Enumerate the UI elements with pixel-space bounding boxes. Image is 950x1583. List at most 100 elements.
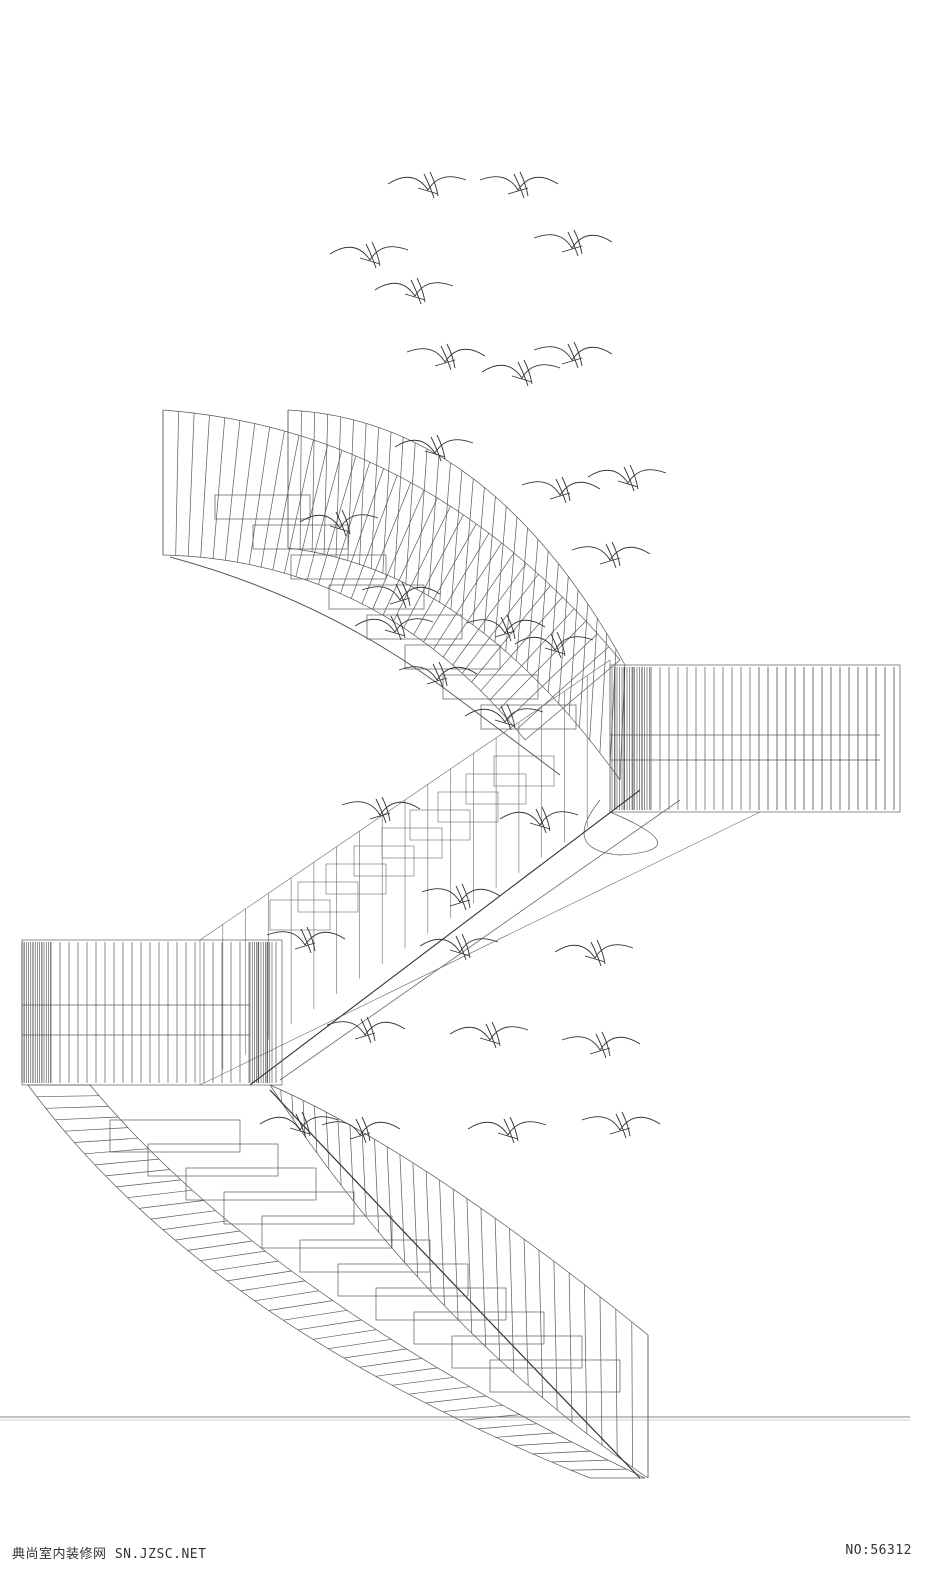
upper-sheet-b-baluster [450, 470, 463, 610]
middle-step-outline [437, 791, 499, 823]
bottom-sheet-outer-baluster [268, 1300, 333, 1311]
upper-sheet-b-baluster [516, 527, 528, 661]
bottom-sheet-outer-baluster [139, 1200, 204, 1209]
upper-sheet-a-baluster [306, 450, 343, 581]
upper-sheet-a-baluster [272, 435, 300, 570]
upper-step-outline [290, 554, 387, 580]
bottom-sheet-inner-baluster [599, 1296, 603, 1446]
bird-icon [361, 581, 441, 609]
upper-step-outline [404, 644, 501, 670]
bird-icon [587, 464, 667, 492]
upper-sheet-b-baluster [382, 431, 392, 574]
upper-sheet-b-baluster [439, 462, 451, 603]
bottom-sheet-outer-baluster [127, 1189, 193, 1199]
bird-icon [533, 341, 613, 369]
bottom-sheet-inner-baluster [399, 1154, 406, 1263]
bottom-step-outline [413, 1311, 545, 1345]
upper-sheet-a-baluster [442, 552, 515, 658]
bottom-sheet-outer-baluster [359, 1358, 422, 1368]
bottom-sheet-inner-baluster [568, 1272, 573, 1423]
middle-step-outline [353, 845, 415, 877]
upper-sheet-b-baluster [494, 506, 507, 643]
bottom-step-outline [451, 1335, 583, 1369]
upper-sheet-a-baluster [350, 475, 398, 599]
bottom-sheet-inner-baluster [452, 1189, 459, 1320]
bottom-step-outline [375, 1287, 507, 1321]
bottom-sheet-outer-baluster [495, 1432, 555, 1438]
bottom-sheet-inner-baluster [386, 1146, 393, 1248]
upper-sheet-b-baluster [311, 412, 315, 552]
bottom-step-outline [109, 1119, 241, 1153]
upper-sheet-a-bottom-edge [162, 554, 526, 741]
middle-flight-bottom-edge [199, 811, 761, 1086]
bottom-sheet-outer-baluster [328, 1338, 392, 1350]
bird-icon [481, 359, 561, 387]
bottom-sheet-outer-baluster [105, 1169, 170, 1177]
bird-icon [449, 1021, 529, 1049]
middle-step-outline [297, 881, 359, 913]
bottom-sheet-outer-baluster [74, 1137, 139, 1143]
bird-icon [581, 1111, 661, 1139]
bottom-sheet-inner-baluster [615, 1309, 618, 1457]
bottom-sheet-inner-baluster [291, 1094, 294, 1120]
middle-step-outline [325, 863, 387, 895]
upper-sheet-a-baluster [516, 646, 610, 730]
bottom-sheet-inner-baluster [425, 1171, 432, 1292]
upper-sheet-a-baluster [461, 573, 539, 674]
bottom-sheet-outer-top-edge [27, 1084, 591, 1479]
bottom-step-outline [147, 1143, 279, 1177]
bottom-sheet-inner-baluster [412, 1162, 419, 1278]
bird-icon [514, 631, 594, 659]
upper-sheet-b-baluster [359, 423, 367, 565]
bottom-sheet-inner-baluster [361, 1131, 367, 1218]
upper-sheet-b-baluster [405, 442, 416, 584]
bottom-sheet-inner-baluster [466, 1198, 473, 1334]
upper-sheet-a-baluster [489, 608, 575, 701]
upper-sheet-a-baluster [340, 468, 384, 594]
upper-stringer [169, 556, 561, 776]
bottom-sheet-outer-baluster [175, 1230, 240, 1241]
bird-icon [299, 509, 379, 537]
bottom-sheet-outer-baluster [54, 1116, 119, 1121]
bird-icon [466, 614, 546, 642]
upper-sheet-b-baluster [416, 448, 428, 590]
bird-icon [521, 476, 601, 504]
bird-icon [406, 343, 486, 371]
middle-flight-stringer [249, 789, 641, 1086]
upper-sheet-a-top-edge [162, 409, 621, 661]
bottom-sheet-outer-baluster [391, 1376, 454, 1386]
right-landing [583, 664, 901, 856]
middle-stair-flight [199, 659, 761, 1086]
left-landing-frame [21, 939, 283, 1086]
bird-icon [326, 1016, 406, 1044]
upper-sheet-b-baluster [568, 589, 579, 716]
upper-sheet-b-baluster [393, 437, 404, 579]
upper-sheet-b-baluster [579, 603, 589, 728]
bottom-step-outline [223, 1191, 355, 1225]
bottom-sheet-inner-baluster [631, 1321, 633, 1468]
upper-sheet-a-baluster [175, 411, 179, 556]
bottom-sheet-inner-baluster [325, 1111, 330, 1170]
middle-flight-stringer [279, 799, 681, 1081]
bottom-sheet-outer-baluster [254, 1290, 319, 1302]
upper-step-outline [252, 524, 349, 550]
upper-sheet-a-baluster [372, 489, 425, 610]
upper-sheet-b-baluster [537, 550, 549, 682]
bottom-step-outline [489, 1359, 621, 1393]
bird-icon [354, 613, 434, 641]
upper-sheet-a-baluster [295, 444, 329, 577]
bottom-sheet-outer-baluster [187, 1240, 253, 1251]
bird-icon [387, 171, 467, 199]
bird-icon [571, 541, 651, 569]
upper-sheet-a-baluster [452, 563, 527, 666]
bottom-sheet-outer-bottom-edge [89, 1084, 646, 1479]
bird-icon [561, 1031, 641, 1059]
bottom-sheet-inner-baluster [494, 1218, 501, 1360]
upper-sheet-a-baluster [361, 482, 412, 604]
right-landing-frame [609, 664, 901, 813]
bird-icon [554, 939, 634, 967]
bottom-sheet-outer-baluster [460, 1414, 520, 1421]
bird-icon [421, 883, 501, 911]
